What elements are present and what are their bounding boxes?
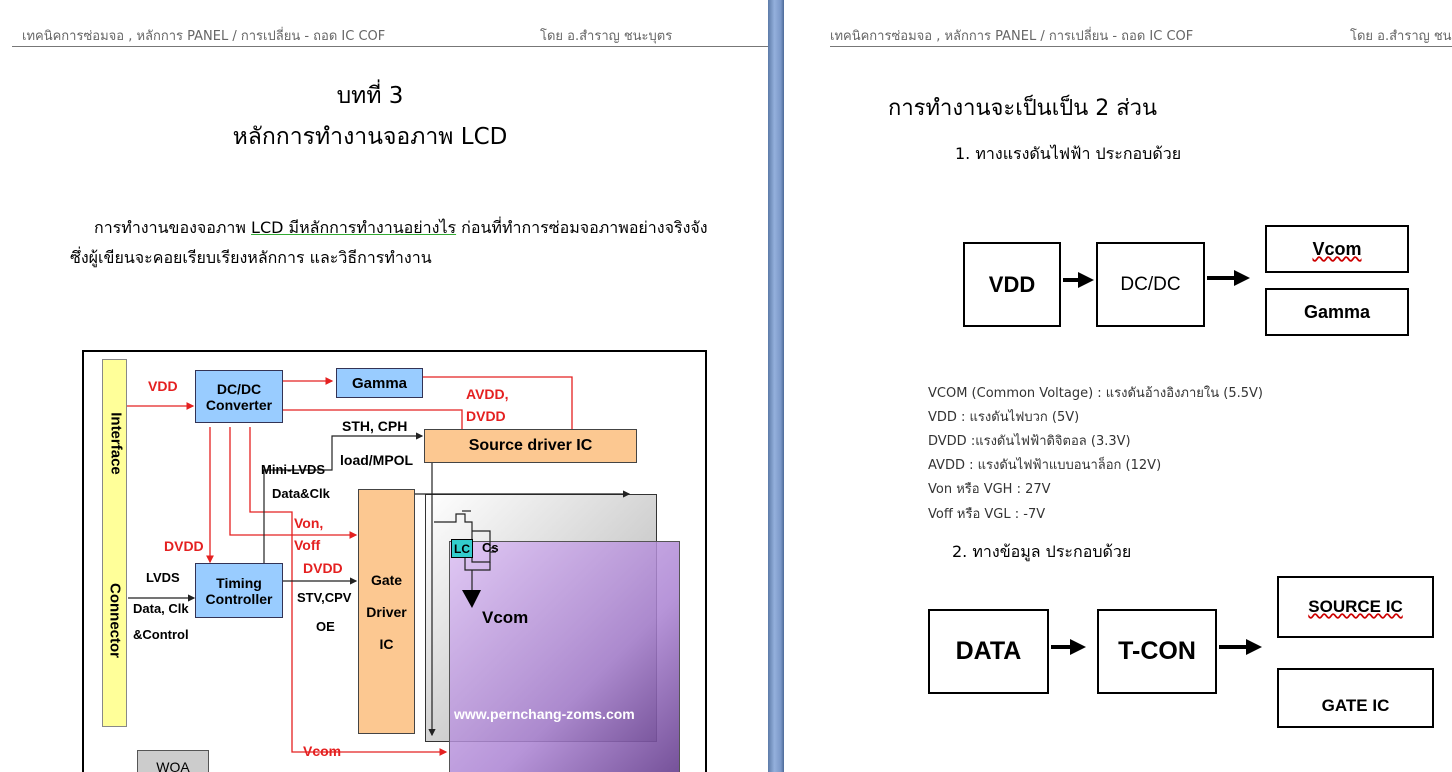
- source-driver-box: Source driver IC: [424, 429, 637, 463]
- dcdc-box: DC/DC: [1096, 242, 1205, 327]
- gamma-box: Gamma: [336, 368, 423, 398]
- voltage-item: DVDD :แรงดันไฟฟ้าดิจิตอล (3.3V): [928, 434, 1131, 449]
- voltage-item: VDD : แรงดันไฟบวก (5V): [928, 410, 1080, 425]
- label-voff: Voff: [294, 537, 321, 553]
- flow-arrows: [1051, 270, 1262, 655]
- vdd-box: VDD: [963, 242, 1061, 327]
- header-divider: [830, 46, 1452, 47]
- interface-label: Interface: [107, 412, 125, 475]
- connector-label: Connector: [106, 583, 124, 658]
- gate-ic-box: GATE IC: [1277, 668, 1434, 728]
- label-dataclk: Data&Clk: [272, 486, 330, 501]
- label-stv: STV,CPV: [297, 590, 352, 605]
- header-left: เทคนิคการซ่อมจอ , หลักการ PANEL / การเปล…: [830, 29, 1194, 44]
- website-watermark: www.pernchang-zoms.com: [454, 706, 635, 722]
- voltage-item: Von หรือ VGH : 27V: [928, 482, 1051, 497]
- page-title: หลักการทำงานจอภาพ LCD: [232, 124, 508, 150]
- text: ก่อนที่ทำการซ่อมจอภาพอย่างจริงจัง: [456, 218, 708, 237]
- label-minilvds: Mini-LVDS: [261, 462, 326, 477]
- voltage-item: Voff หรือ VGL : -7V: [928, 507, 1046, 522]
- voltage-item: VCOM (Common Voltage) : แรงดันอ้างอิงภาย…: [928, 386, 1263, 401]
- label-vdd: VDD: [148, 378, 178, 394]
- ground-triangle: [462, 590, 481, 608]
- text: การทำงานของจอภาพ: [94, 218, 252, 237]
- tcon-box: T-CON: [1097, 609, 1217, 694]
- data-box: DATA: [928, 609, 1049, 694]
- header-right: โดย อ.สำราญ ชนะบุตร: [540, 29, 673, 44]
- voltage-item: AVDD : แรงดันไฟฟ้าแบบอนาล็อก (12V): [928, 458, 1162, 473]
- chapter-heading: บทที่ 3: [336, 83, 404, 109]
- lcd-block-diagram: Interface Connector DC/DC Converter Gamm…: [82, 350, 707, 772]
- panel-purple: [449, 541, 680, 772]
- label-dvdd-top: DVDD: [466, 408, 506, 424]
- gate-driver-box: Gate Driver IC: [358, 489, 415, 734]
- label-data-clk: Data, Clk: [133, 601, 189, 616]
- text: LCD มีหลักการทำงานอย่างไร: [251, 218, 457, 237]
- page-separator: [768, 0, 784, 772]
- label-dvdd-left: DVDD: [164, 538, 204, 554]
- label-von: Von,: [294, 515, 324, 531]
- lc-box: LC: [451, 539, 473, 558]
- label-cs: Cs: [482, 540, 499, 555]
- paragraph-line-1: การทำงานของจอภาพ LCD มีหลักการทำงานอย่าง…: [94, 216, 708, 241]
- source-ic-box: SOURCE IC: [1277, 576, 1434, 638]
- vcom-box: Vcom: [1265, 225, 1409, 273]
- left-page: เทคนิคการซ่อมจอ , หลักการ PANEL / การเปล…: [12, 29, 768, 772]
- interface-connector-bar: Interface Connector: [102, 359, 127, 727]
- gamma-box: Gamma: [1265, 288, 1409, 336]
- label-dvdd-mid: DVDD: [303, 560, 343, 576]
- label-vcom-panel: Vcom: [482, 608, 529, 627]
- header-divider: [12, 46, 768, 47]
- header-left: เทคนิคการซ่อมจอ , หลักการ PANEL / การเปล…: [22, 29, 386, 44]
- diagram-lines: [127, 376, 631, 756]
- page-title: การทำงานจะเป็นเป็น 2 ส่วน: [888, 96, 1158, 121]
- label-sth: STH, CPH: [342, 418, 408, 434]
- label-avdd: AVDD,: [466, 386, 509, 402]
- header-right: โดย อ.สำราญ ชนะบุตร: [1350, 29, 1452, 44]
- label-vcom-bottom: Vcom: [303, 743, 342, 759]
- dcdc-converter-box: DC/DC Converter: [195, 370, 283, 423]
- section-2-heading: 2. ทางข้อมูล ประกอบด้วย: [952, 542, 1132, 561]
- label-lvds: LVDS: [146, 570, 180, 585]
- label-control: &Control: [133, 627, 189, 642]
- timing-controller-box: Timing Controller: [195, 563, 283, 618]
- label-oe: OE: [316, 619, 335, 634]
- section-1-heading: 1. ทางแรงดันไฟฟ้า ประกอบด้วย: [955, 144, 1182, 163]
- right-page: เทคนิคการซ่อมจอ , หลักการ PANEL / การเปล…: [784, 0, 1452, 772]
- paragraph-line-2: ซึ่งผู้เขียนจะคอยเรียบเรียงหลักการ และวิ…: [70, 248, 432, 267]
- label-load: load/MPOL: [340, 452, 414, 468]
- woa-box: WOA: [137, 750, 209, 772]
